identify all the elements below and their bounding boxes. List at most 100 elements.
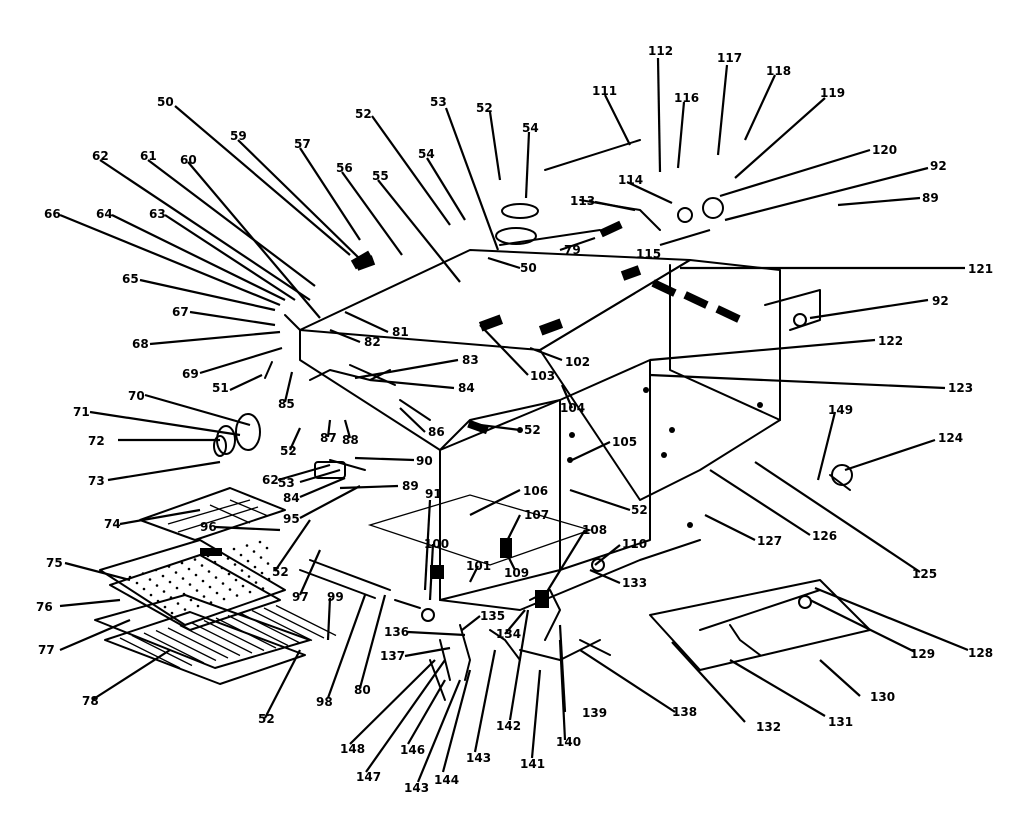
label-88: 88 [342, 433, 359, 447]
label-128: 128 [968, 646, 993, 660]
label-121: 121 [968, 262, 993, 276]
burner-base [495, 227, 537, 245]
label-76: 76 [36, 600, 53, 614]
label-53: 53 [430, 95, 447, 109]
pan-hole [245, 544, 249, 547]
label-101: 101 [466, 559, 491, 573]
pan-hole [266, 562, 270, 565]
pan-hole [214, 576, 218, 579]
label-137: 137 [380, 649, 405, 663]
label-68: 68 [132, 337, 149, 351]
rack-wire [155, 629, 217, 662]
pan-hole [208, 585, 212, 589]
oven-cavity-right-side [559, 359, 651, 571]
pan-hole [148, 578, 152, 581]
rack-wire [191, 622, 253, 654]
label-104: 104 [560, 401, 585, 415]
label-143: 143 [404, 781, 429, 795]
top-burner-assembly [495, 139, 724, 246]
label-71: 71 [73, 405, 90, 419]
label-123: 123 [948, 381, 973, 395]
pan-hole [265, 546, 269, 550]
pan-hole [232, 547, 236, 551]
broiler-frame [367, 494, 593, 566]
pan-hole [168, 580, 172, 584]
pan-hole [174, 571, 178, 574]
pan-hole [187, 567, 191, 571]
label-95: 95 [283, 512, 300, 526]
pan-hole [219, 551, 223, 554]
pan-hole [207, 570, 211, 573]
oven-rack-wires [119, 604, 337, 669]
label-62: 62 [92, 149, 109, 163]
label-122: 122 [878, 334, 903, 348]
label-72: 72 [88, 434, 105, 448]
label-91: 91 [425, 487, 442, 501]
label-54: 54 [418, 147, 435, 161]
bottom-access-panel [649, 579, 871, 671]
label-102: 102 [565, 355, 590, 369]
pan-hole [259, 556, 263, 559]
pan-hole [267, 577, 271, 581]
pan-hole [201, 579, 205, 583]
label-134: 134 [496, 627, 521, 641]
pan-hole [253, 565, 257, 569]
pan-hole [135, 581, 139, 585]
access-panel-rod [699, 589, 821, 631]
label-65: 65 [122, 272, 139, 286]
label-110: 110 [622, 537, 647, 551]
label-144: 144 [434, 773, 459, 787]
label-87: 87 [320, 431, 337, 445]
label-84: 84 [458, 381, 475, 395]
rack-wire [251, 609, 313, 642]
label-52: 52 [476, 101, 493, 115]
label-131: 131 [828, 715, 853, 729]
gas-line-bend [764, 289, 821, 331]
label-147: 147 [356, 770, 381, 784]
pan-hole [142, 587, 146, 591]
cabinet-right-side-edge [669, 264, 781, 421]
label-120: 120 [872, 143, 897, 157]
label-127: 127 [757, 534, 782, 548]
label-92: 92 [932, 294, 949, 308]
pan-hole [215, 591, 219, 595]
label-79: 79 [564, 243, 581, 257]
label-129: 129 [910, 647, 935, 661]
label-75: 75 [46, 556, 63, 570]
pan-hole [221, 582, 225, 585]
label-54: 54 [522, 121, 539, 135]
label-96: 96 [200, 520, 217, 534]
label-73: 73 [88, 474, 105, 488]
burner-tube-lower [459, 624, 471, 681]
label-140: 140 [556, 735, 581, 749]
oven-cabinet [299, 249, 781, 611]
pan-hole [180, 561, 184, 565]
label-117: 117 [717, 51, 742, 65]
pan-hole [239, 553, 243, 557]
oven-rack-frame-lower [104, 611, 306, 685]
pan-hole [241, 584, 245, 588]
label-148: 148 [340, 742, 365, 756]
broiler-pan [99, 539, 286, 631]
broil-pan-rack [139, 487, 286, 556]
pan-hole [254, 581, 258, 584]
oven-rack [94, 594, 337, 685]
label-78: 78 [82, 694, 99, 708]
label-84: 84 [283, 491, 300, 505]
label-82: 82 [364, 335, 381, 349]
pan-hole [240, 569, 244, 572]
label-115: 115 [636, 247, 661, 261]
label-57: 57 [294, 137, 311, 151]
rack-wire [227, 614, 289, 647]
label-130: 130 [870, 690, 895, 704]
label-111: 111 [592, 84, 617, 98]
pan-hole [228, 588, 232, 591]
pan-hole [175, 586, 179, 590]
rack-wire [119, 637, 181, 669]
label-107: 107 [524, 508, 549, 522]
pan-hole [247, 575, 251, 578]
pan-hole [234, 578, 238, 582]
label-89: 89 [402, 479, 419, 493]
label-80: 80 [354, 683, 371, 697]
broil-pan-top [139, 487, 286, 541]
